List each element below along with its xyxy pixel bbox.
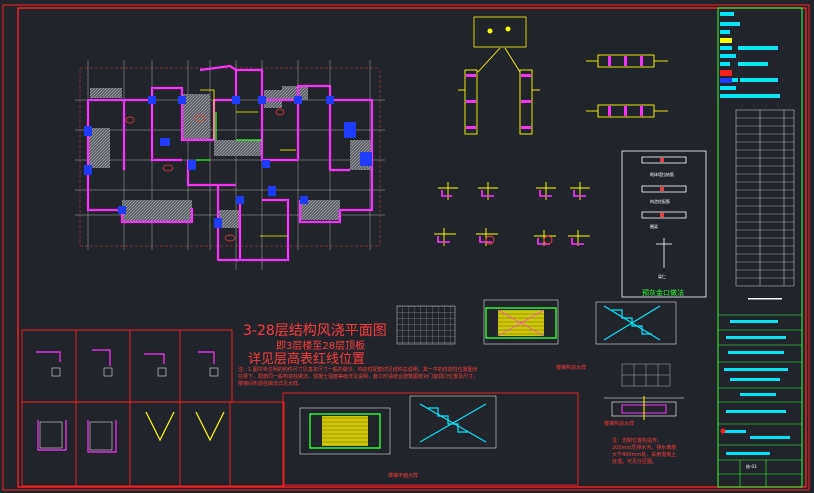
floor-plan [75,60,385,270]
steel-details [458,16,668,135]
subtitle-2: 详见层高表红线位置 [248,352,366,367]
stair-plan-upper [483,299,559,345]
main-title: 3-28层结构风浇平面图 [243,323,387,339]
outer-frame [2,4,810,491]
title-block [717,7,803,488]
legend-title: 预灰金口做法 [642,289,684,297]
stair-section-upper [595,301,677,345]
legend-item: 圈梁 [650,224,658,229]
general-note: 注：1.图中未注明的构件尺寸见基本尺寸一般的做法，构造柱配筋详见结构总说明，其一… [238,367,479,387]
joint-details [434,182,590,246]
legend-item: 梁仁 [658,274,666,279]
drawing-number: 结-03 [746,464,757,469]
legend-item: 构造柱配筋 [650,199,670,204]
detail-sketches [36,349,225,453]
caption-stair-upper: 楼梯构造大样 [556,365,587,371]
grid-block [396,305,456,345]
steel-section-bottom [604,396,684,420]
small-grid [621,363,671,387]
subtitle: 即3层楼至28层顶板 [276,341,366,352]
bottom-panel [282,392,579,486]
legend-item: 砌体墙拉结筋 [650,172,674,177]
section-note: 注：仿制位置构造作。200mm厚排水沟。排水坡度大于400mm处，采用混凝土处理… [612,438,677,465]
legend-box [621,150,707,298]
caption-stair-section: 楼梯构造大样 [604,421,635,427]
inner-frame [17,7,807,488]
caption-stair-plan: 楼梯平面大样 [388,473,419,479]
detail-grid [21,329,285,487]
